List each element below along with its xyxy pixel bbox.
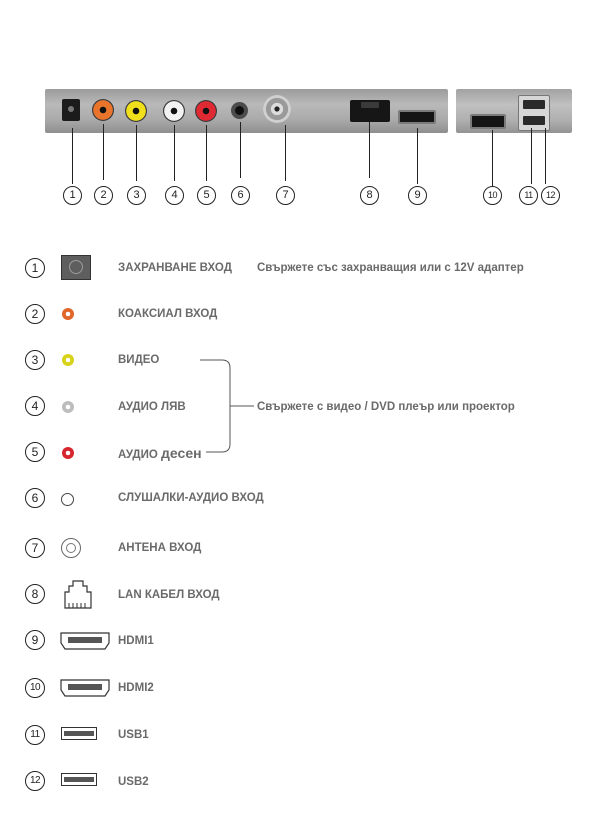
row-label: HDMI1 xyxy=(118,635,154,647)
callout-1: 1 xyxy=(63,186,82,205)
power-input-inner xyxy=(69,260,83,274)
audio-right-jack-icon xyxy=(62,447,74,459)
hdmi-port-icon xyxy=(60,679,110,697)
usb-port-icon xyxy=(61,773,97,786)
callout-6: 6 xyxy=(231,186,250,205)
row-number: 11 xyxy=(25,725,45,745)
row-label: USB2 xyxy=(118,776,149,788)
row-label: LAN КАБЕЛ ВХОД xyxy=(118,589,220,601)
usb-port-tongue xyxy=(64,777,94,782)
row-label: АНТЕНА ВХОД xyxy=(118,542,202,554)
callout-2: 2 xyxy=(94,186,113,205)
row-number: 2 xyxy=(25,304,45,324)
rear-panel-main xyxy=(45,89,448,133)
callout-12: 12 xyxy=(541,186,560,205)
panel-audio-left-jack-icon xyxy=(163,100,185,122)
callout-7: 7 xyxy=(276,186,295,205)
callout-3: 3 xyxy=(127,186,146,205)
panel-usb1-slot xyxy=(523,100,545,109)
row-number: 1 xyxy=(25,258,45,278)
row-number: 7 xyxy=(25,538,45,558)
callout-5: 5 xyxy=(197,186,216,205)
coaxial-jack-icon xyxy=(62,308,74,320)
group-description: Свържете с видео / DVD плеър или проекто… xyxy=(257,401,515,413)
leader-line xyxy=(492,130,493,186)
callout-4: 4 xyxy=(165,186,184,205)
row-label-part: десен xyxy=(161,445,202,461)
row-label: СЛУШАЛКИ-АУДИО ВХОД xyxy=(118,492,264,504)
panel-hdmi-port-icon xyxy=(398,110,436,124)
row-label: USB1 xyxy=(118,729,149,741)
panel-headphone-jack-icon xyxy=(231,102,248,119)
row-label-part: АУДИО xyxy=(118,449,162,461)
panel-lan-tab xyxy=(361,102,379,108)
panel-video-jack-icon xyxy=(125,100,147,122)
antenna-jack-icon xyxy=(61,538,81,558)
usb-port-icon xyxy=(61,727,97,740)
row-number: 12 xyxy=(25,771,45,791)
panel-power-pin xyxy=(68,106,74,112)
row-label: АУДИО десен xyxy=(118,445,202,461)
panel-coaxial-jack-icon xyxy=(92,99,114,121)
leader-line xyxy=(369,122,370,178)
row-description: Свържете със захранващия или с 12V адапт… xyxy=(257,262,524,274)
panel-usb2-slot xyxy=(523,116,545,125)
audio-left-jack-icon xyxy=(62,401,74,413)
leader-line xyxy=(531,128,532,184)
row-number: 10 xyxy=(25,678,45,698)
row-number: 9 xyxy=(25,630,45,650)
panel-audio-right-jack-icon xyxy=(195,100,217,122)
leader-line xyxy=(174,125,175,181)
leader-line xyxy=(206,125,207,181)
antenna-inner-ring xyxy=(66,543,76,553)
leader-line xyxy=(136,125,137,181)
leader-line xyxy=(545,128,546,184)
leader-line xyxy=(417,128,418,184)
row-number: 3 xyxy=(25,350,45,370)
lan-port-icon xyxy=(64,580,92,609)
callout-9: 9 xyxy=(408,186,427,205)
leader-line xyxy=(240,122,241,178)
row-number: 5 xyxy=(25,442,45,462)
panel-lan-port-icon xyxy=(350,100,390,122)
panel-hdmi2-port-icon xyxy=(470,114,506,129)
row-number: 4 xyxy=(25,396,45,416)
row-label: КОАКСИАЛ ВХОД xyxy=(118,308,218,320)
callout-11: 11 xyxy=(519,186,538,205)
video-jack-icon xyxy=(62,354,74,366)
grouping-bracket xyxy=(200,359,254,453)
row-number: 8 xyxy=(25,584,45,604)
rear-panel-side xyxy=(456,89,572,133)
row-label: ЗАХРАНВАНЕ ВХОД xyxy=(118,262,232,274)
row-label: АУДИО ЛЯВ xyxy=(118,401,186,413)
callout-8: 8 xyxy=(360,186,379,205)
usb-port-tongue xyxy=(64,731,94,736)
headphone-jack-icon xyxy=(61,493,74,506)
leader-line xyxy=(103,124,104,180)
callout-10: 10 xyxy=(483,186,502,205)
leader-line xyxy=(72,128,73,184)
panel-antenna-jack-icon xyxy=(263,95,291,123)
row-label: ВИДЕО xyxy=(118,354,160,366)
power-input-icon xyxy=(61,255,91,280)
hdmi-port-icon xyxy=(60,632,110,650)
leader-line xyxy=(285,125,286,181)
row-number: 6 xyxy=(25,488,45,508)
row-label: HDMI2 xyxy=(118,682,154,694)
